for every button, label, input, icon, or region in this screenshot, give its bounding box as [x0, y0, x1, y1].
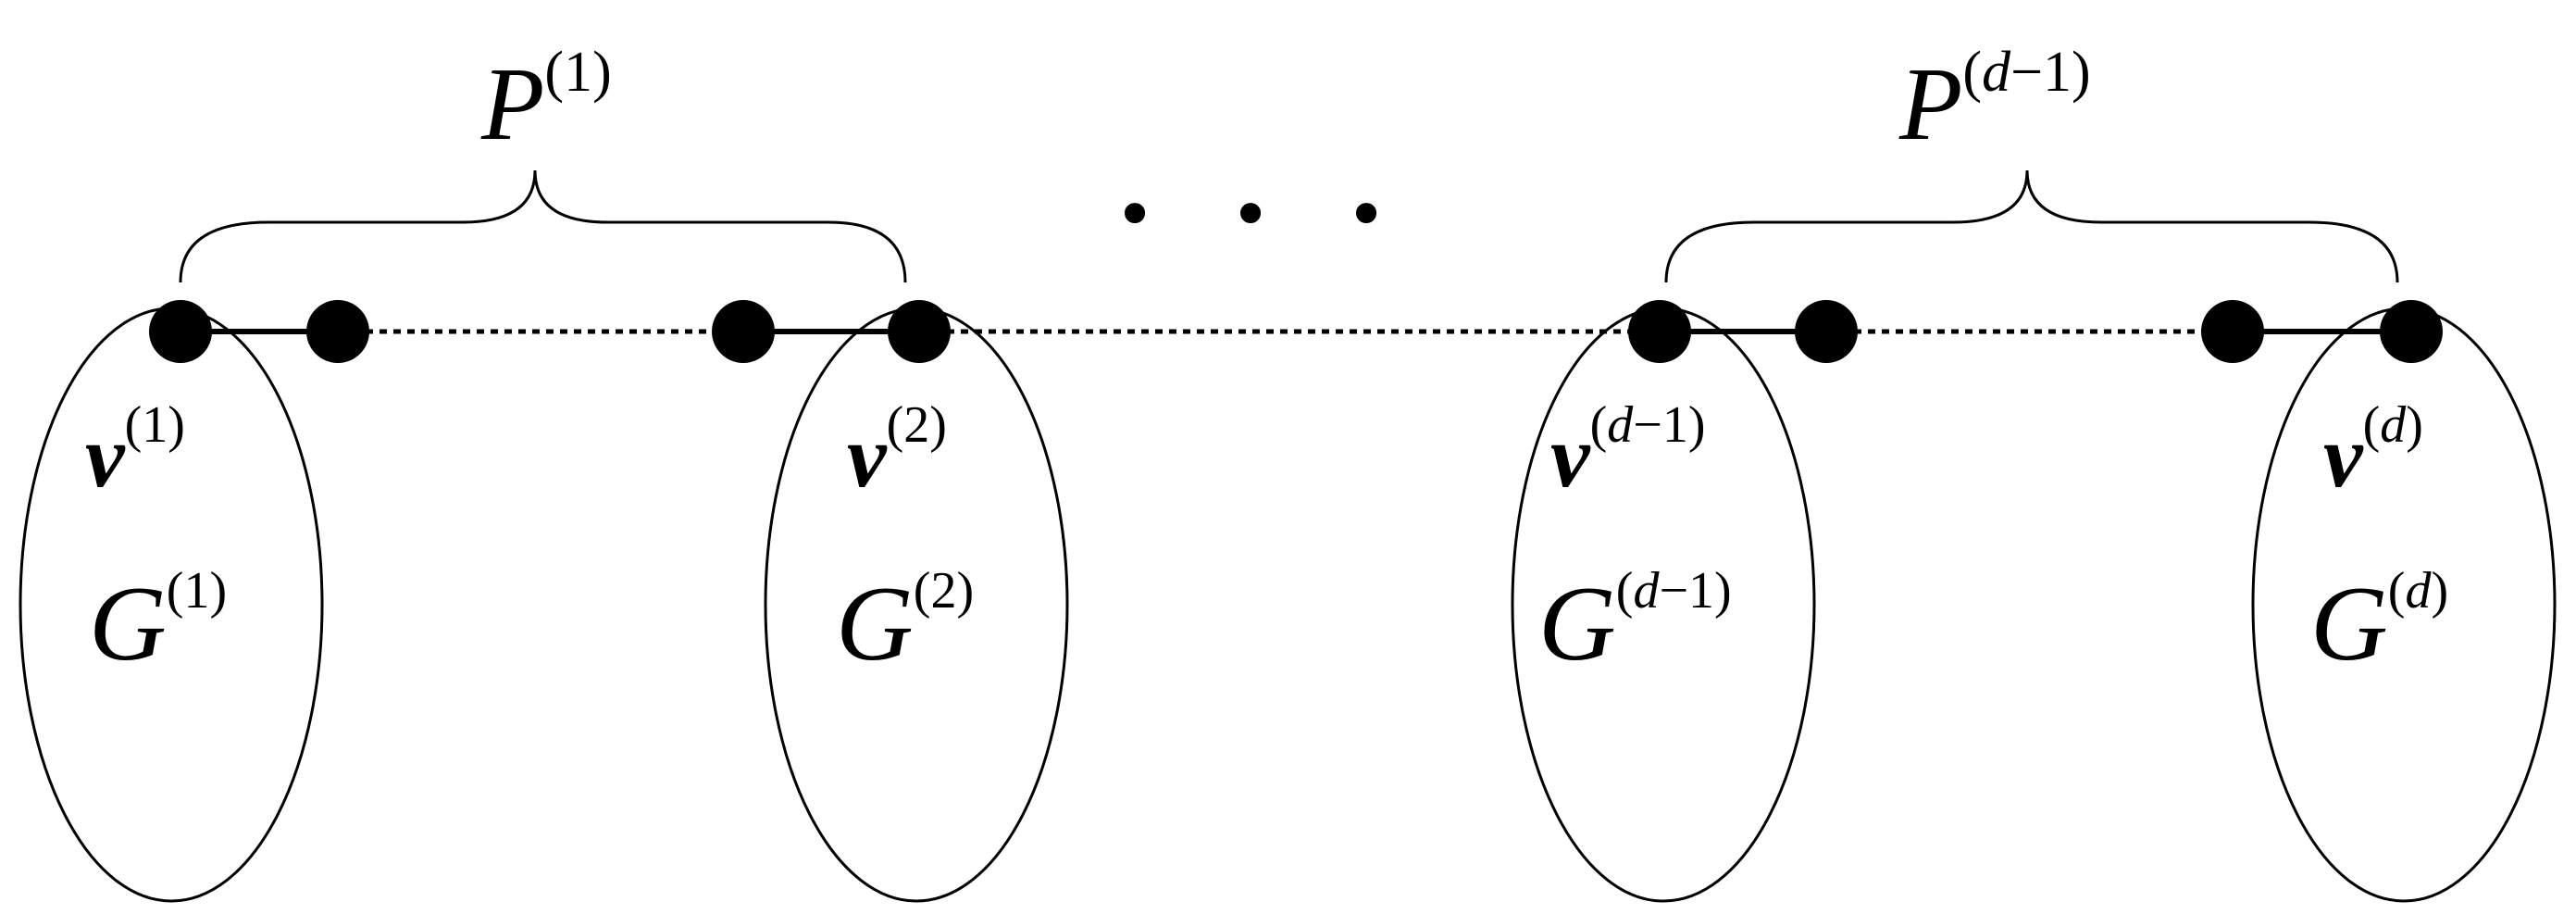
vertex-label-1-sup-post: 1) [142, 396, 185, 454]
vertex-label-4-base: v [2323, 407, 2364, 506]
graph-label-2-base: G [836, 565, 914, 683]
gap-ellipsis: • • • [1114, 173, 1413, 256]
vertex-label-2-base: v [847, 407, 888, 506]
vertex-label-4: v(d) [2323, 396, 2423, 506]
vertex-label-3: v(d−1) [1550, 396, 1706, 506]
vertex-dot [1628, 300, 1691, 363]
vertex-label-2-sup-post: 2) [903, 396, 947, 454]
vertex-dot [1795, 300, 1858, 363]
graph-label-4: G(d) [2310, 562, 2448, 683]
graph-label-3-sup-post: −1) [1659, 562, 1731, 620]
graph-label-1-sup-post: 1) [183, 562, 227, 620]
vertex-label-1-base: v [85, 407, 126, 506]
vertex-label-4-sup-post: ) [2406, 396, 2423, 454]
path-label-2-sup-var: d [1982, 41, 2011, 104]
graph-label-1-sup-pre: ( [167, 562, 184, 620]
vertex-label-4-sup-var: d [2380, 396, 2407, 454]
vertex-dot [149, 300, 212, 363]
path-label-2-sup-post: −1) [2010, 41, 2091, 104]
vertex-label-3-sup-var: d [1607, 396, 1634, 454]
vertex-dot [888, 300, 951, 363]
path-label-2-base: P [1898, 47, 1962, 162]
vertex-label-4-sup-pre: ( [2363, 396, 2381, 454]
graph-label-2: G(2) [836, 562, 974, 683]
path-label-1: P(1) [480, 41, 612, 162]
vertex-label-1: v(1) [85, 396, 185, 506]
vertex-label-3-base: v [1550, 407, 1591, 506]
vertex-label-3-sup-pre: ( [1590, 396, 1608, 454]
vertex-label-1-sup-pre: ( [125, 396, 143, 454]
graph-label-1-base: G [89, 565, 167, 683]
graph-label-3: G(d−1) [1538, 562, 1732, 683]
path-label-1-sup-post: 1) [564, 41, 612, 104]
vertex-dot [306, 300, 369, 363]
path-label-2-sup-pre: ( [1962, 41, 1982, 104]
graph-label-2-sup-pre: ( [914, 562, 931, 620]
vertex-label-3-sup-post: −1) [1633, 396, 1705, 454]
path-bracket-1 [179, 169, 907, 283]
vertex-dot [2201, 300, 2264, 363]
vertex-label-2-sup-pre: ( [887, 396, 904, 454]
path-label-1-base: P [480, 47, 544, 162]
path-bracket-2 [1664, 169, 2399, 283]
vertex-dot [712, 300, 775, 363]
graph-label-2-sup-post: 2) [930, 562, 974, 620]
graph-label-4-sup-post: ) [2431, 562, 2448, 620]
path-label-2: P(d−1) [1898, 41, 2091, 162]
graph-label-3-base: G [1538, 565, 1616, 683]
graph-label-4-sup-var: d [2405, 562, 2432, 620]
graph-label-4-base: G [2310, 565, 2388, 683]
path-label-1-sup-pre: ( [544, 41, 564, 104]
vertex-dot [2380, 300, 2443, 363]
graph-label-4-sup-pre: ( [2388, 562, 2406, 620]
graph-label-3-sup-pre: ( [1616, 562, 1634, 620]
graph-label-1: G(1) [89, 562, 227, 683]
graph-label-3-sup-var: d [1633, 562, 1660, 620]
vertex-label-2: v(2) [847, 396, 947, 506]
